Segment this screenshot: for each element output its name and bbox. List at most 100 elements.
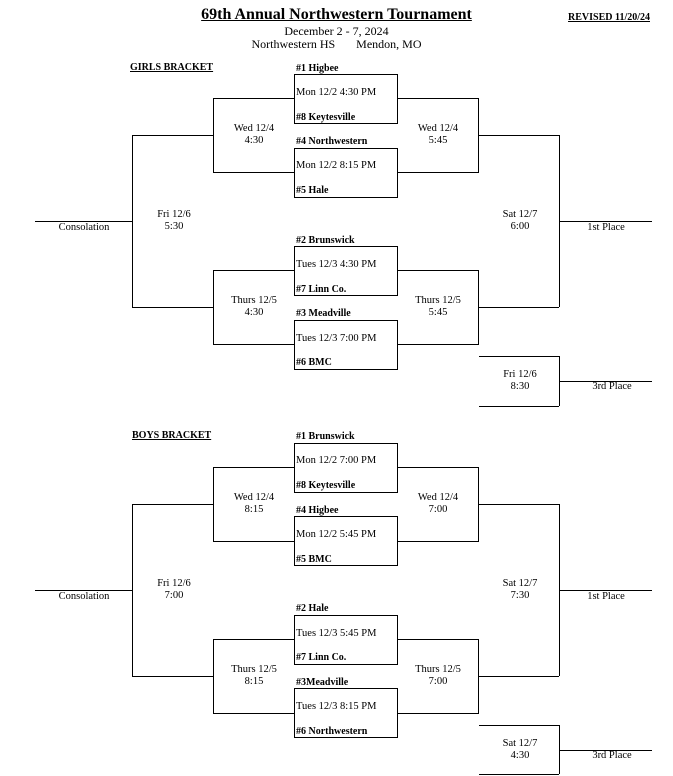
girls-game4-time: Tues 12/3 7:00 PM bbox=[296, 333, 377, 344]
girls-bracket-line bbox=[398, 344, 479, 345]
girls-final-day: Sat 12/7 bbox=[502, 209, 538, 220]
boys-consolation-time: 7:00 bbox=[164, 590, 184, 601]
boys-game3-time: Tues 12/3 5:45 PM bbox=[296, 628, 377, 639]
boys-bracket-line bbox=[398, 541, 479, 542]
boys-game4-time: Tues 12/3 8:15 PM bbox=[296, 701, 377, 712]
girls-bracket-line bbox=[479, 406, 559, 407]
girls-bracket-line bbox=[213, 172, 294, 173]
boys-first-place-line bbox=[559, 590, 652, 591]
boys-bracket-line bbox=[478, 676, 559, 677]
girls-game3-top-team: #2 Brunswick bbox=[296, 235, 355, 246]
girls-game2-top-team: #4 Northwestern bbox=[296, 136, 368, 147]
girls-game3-box bbox=[294, 246, 398, 296]
boys-game1-bottom-team: #8 Keytesville bbox=[296, 480, 356, 491]
girls-third-day: Fri 12/6 bbox=[503, 369, 537, 380]
boys-consolation-day: Fri 12/6 bbox=[157, 578, 191, 589]
boys-bracket-line bbox=[213, 467, 294, 468]
boys-bracket-line bbox=[213, 541, 294, 542]
boys-third-place-line bbox=[559, 750, 652, 751]
boys-game1-box bbox=[294, 443, 398, 493]
tournament-dates: December 2 - 7, 2024 bbox=[284, 24, 389, 38]
girls-semi-bot-left-time: 4:30 bbox=[244, 307, 264, 318]
girls-game1-top-team: #1 Higbee bbox=[296, 63, 339, 74]
revised-date: REVISED 11/20/24 bbox=[568, 12, 650, 23]
boys-semi-bot-right-time: 7:00 bbox=[428, 676, 448, 687]
girls-semi-bot-right-day: Thurs 12/5 bbox=[415, 295, 461, 306]
boys-game3-box bbox=[294, 615, 398, 665]
girls-semi-bot-left-day: Thurs 12/5 bbox=[231, 295, 277, 306]
girls-game4-bottom-team: #6 BMC bbox=[296, 357, 332, 368]
boys-game2-bottom-team: #5 BMC bbox=[296, 554, 332, 565]
boys-final-time: 7:30 bbox=[510, 590, 530, 601]
boys-bracket-line bbox=[132, 504, 133, 676]
boys-third-day: Sat 12/7 bbox=[502, 738, 538, 749]
boys-third-time: 4:30 bbox=[510, 750, 530, 761]
boys-semi-top-right-day: Wed 12/4 bbox=[417, 492, 459, 503]
boys-game4-bottom-team: #6 Northwestern bbox=[296, 726, 368, 737]
boys-game4-box bbox=[294, 688, 398, 738]
girls-bracket-line bbox=[132, 135, 213, 136]
boys-bracket-line bbox=[213, 639, 294, 640]
girls-bracket-line bbox=[213, 270, 294, 271]
girls-third-place-line bbox=[559, 381, 652, 382]
girls-semi-top-left-day: Wed 12/4 bbox=[233, 123, 275, 134]
girls-bracket-heading: GIRLS BRACKET bbox=[130, 62, 214, 73]
girls-bracket-line bbox=[478, 135, 559, 136]
girls-semi-top-right-time: 5:45 bbox=[428, 135, 448, 146]
girls-semi-top-left-time: 4:30 bbox=[244, 135, 264, 146]
girls-third-place-label: 3rd Place bbox=[592, 381, 632, 392]
boys-semi-top-right-time: 7:00 bbox=[428, 504, 448, 515]
girls-game1-box bbox=[294, 74, 398, 124]
boys-bracket-line bbox=[213, 713, 294, 714]
girls-final-time: 6:00 bbox=[510, 221, 530, 232]
girls-semi-top-right-day: Wed 12/4 bbox=[417, 123, 459, 134]
girls-game4-box bbox=[294, 320, 398, 370]
boys-game1-top-team: #1 Brunswick bbox=[296, 431, 355, 442]
boys-bracket-line bbox=[478, 504, 559, 505]
boys-semi-bot-right-day: Thurs 12/5 bbox=[415, 664, 461, 675]
boys-bracket-line bbox=[213, 467, 214, 541]
girls-consolation-day: Fri 12/6 bbox=[157, 209, 191, 220]
boys-final-day: Sat 12/7 bbox=[502, 578, 538, 589]
boys-bracket-line bbox=[398, 713, 479, 714]
tournament-location: Northwestern HS Mendon, MO bbox=[251, 37, 422, 51]
boys-semi-bot-left-time: 8:15 bbox=[244, 676, 264, 687]
girls-first-place-line bbox=[559, 221, 652, 222]
boys-game2-box bbox=[294, 516, 398, 566]
boys-third-place-label: 3rd Place bbox=[592, 750, 632, 761]
girls-bracket-line bbox=[213, 344, 294, 345]
boys-game2-top-team: #4 Higbee bbox=[296, 505, 339, 516]
boys-bracket-heading: BOYS BRACKET bbox=[132, 430, 212, 441]
girls-bracket-line bbox=[213, 98, 294, 99]
girls-game2-time: Mon 12/2 8:15 PM bbox=[296, 160, 377, 171]
boys-bracket-line bbox=[559, 725, 560, 774]
girls-bracket-line bbox=[478, 307, 559, 308]
girls-consolation-line bbox=[35, 221, 132, 222]
girls-game2-box bbox=[294, 148, 398, 198]
boys-bracket-line bbox=[398, 639, 479, 640]
girls-bracket-line bbox=[398, 172, 479, 173]
girls-consolation-label: Consolation bbox=[58, 222, 110, 233]
girls-bracket-line bbox=[132, 307, 213, 308]
boys-game2-time: Mon 12/2 5:45 PM bbox=[296, 529, 377, 540]
boys-consolation-line bbox=[35, 590, 132, 591]
girls-game1-time: Mon 12/2 4:30 PM bbox=[296, 87, 377, 98]
girls-bracket-line bbox=[398, 98, 479, 99]
boys-consolation-label: Consolation bbox=[58, 591, 110, 602]
girls-bracket-line bbox=[213, 270, 214, 344]
girls-first-place-label: 1st Place bbox=[587, 222, 625, 233]
boys-game4-top-team: #3Meadville bbox=[296, 677, 349, 688]
boys-semi-top-left-time: 8:15 bbox=[244, 504, 264, 515]
boys-game3-bottom-team: #7 Linn Co. bbox=[296, 652, 347, 663]
girls-game4-top-team: #3 Meadville bbox=[296, 308, 351, 319]
boys-semi-bot-left-day: Thurs 12/5 bbox=[231, 664, 277, 675]
girls-game1-bottom-team: #8 Keytesville bbox=[296, 112, 356, 123]
girls-third-time: 8:30 bbox=[510, 381, 530, 392]
girls-semi-bot-right-time: 5:45 bbox=[428, 307, 448, 318]
girls-game2-bottom-team: #5 Hale bbox=[296, 185, 329, 196]
tournament-title: 69th Annual Northwestern Tournament bbox=[201, 6, 472, 23]
boys-bracket-line bbox=[479, 774, 559, 775]
boys-semi-top-left-day: Wed 12/4 bbox=[233, 492, 275, 503]
boys-game1-time: Mon 12/2 7:00 PM bbox=[296, 455, 377, 466]
boys-bracket-line bbox=[213, 639, 214, 713]
